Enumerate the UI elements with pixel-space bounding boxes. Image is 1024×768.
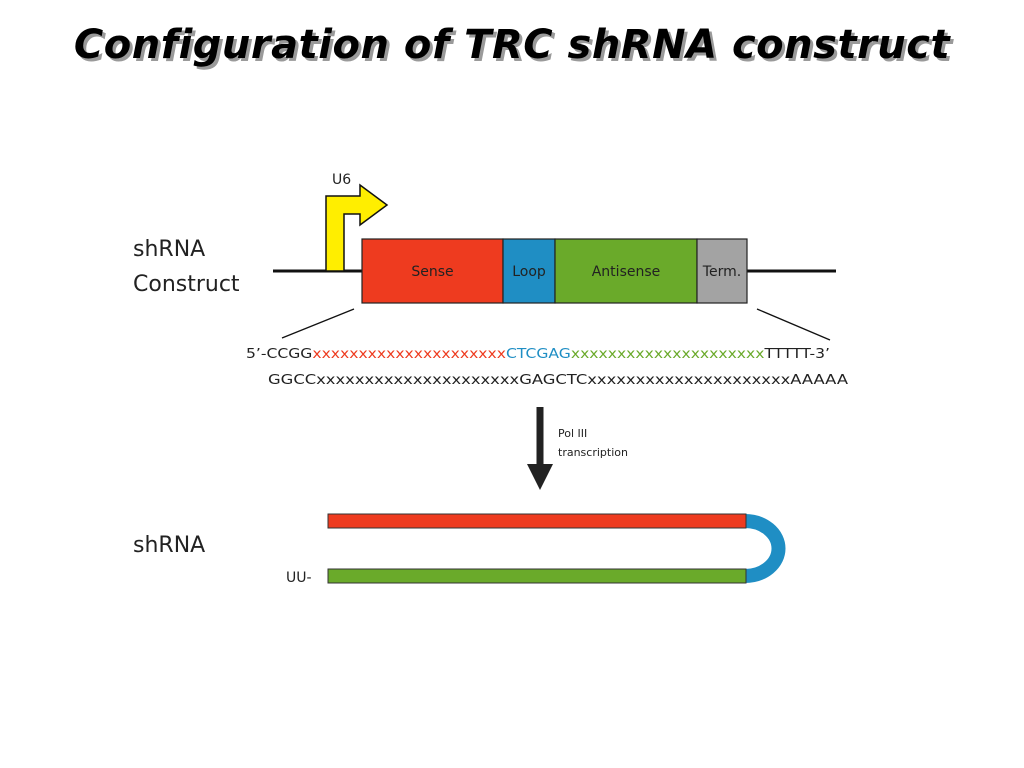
antisense-segment — [554, 238, 698, 304]
transcription-label-line1: Pol III — [558, 427, 587, 440]
sequence-top-antisense: xxxxxxxxxxxxxxxxxxxxx — [571, 346, 765, 362]
construct-label-line1: shRNA — [133, 237, 205, 262]
sense-strand — [327, 513, 747, 529]
loop-label: Loop — [512, 264, 546, 280]
sequence-top-sense: xxxxxxxxxxxxxxxxxxxxx — [312, 346, 506, 362]
transcription-label-line2: transcription — [558, 446, 628, 459]
loop-segment — [502, 238, 556, 304]
overhang-label: UU- — [286, 570, 312, 586]
promoter-label: U6 — [332, 172, 351, 188]
zoom-line-right — [756, 308, 831, 341]
hairpin-loop — [744, 514, 786, 583]
sequence-top-suffix: TTTTT-3’ — [763, 346, 830, 362]
u6-promoter-arrow-icon — [325, 183, 389, 272]
shrna-label: shRNA — [133, 533, 205, 558]
antisense-label: Antisense — [592, 264, 661, 280]
sense-label: Sense — [411, 264, 453, 280]
terminator-segment — [696, 238, 748, 304]
antisense-strand — [327, 568, 747, 584]
page-title: Configuration of TRC shRNA construct — [73, 22, 951, 68]
sense-segment — [361, 238, 504, 304]
zoom-line-left — [281, 308, 355, 339]
term-label: Term. — [702, 264, 741, 280]
sequence-top-prefix: 5’-CCGG — [246, 346, 312, 362]
down-arrow-icon — [527, 464, 553, 490]
construct-label-line2: Construct — [133, 272, 240, 297]
sequence-bottom: GGCCxxxxxxxxxxxxxxxxxxxxxGAGCTCxxxxxxxxx… — [268, 372, 849, 388]
sequence-top-loop: CTCGAG — [506, 346, 571, 362]
